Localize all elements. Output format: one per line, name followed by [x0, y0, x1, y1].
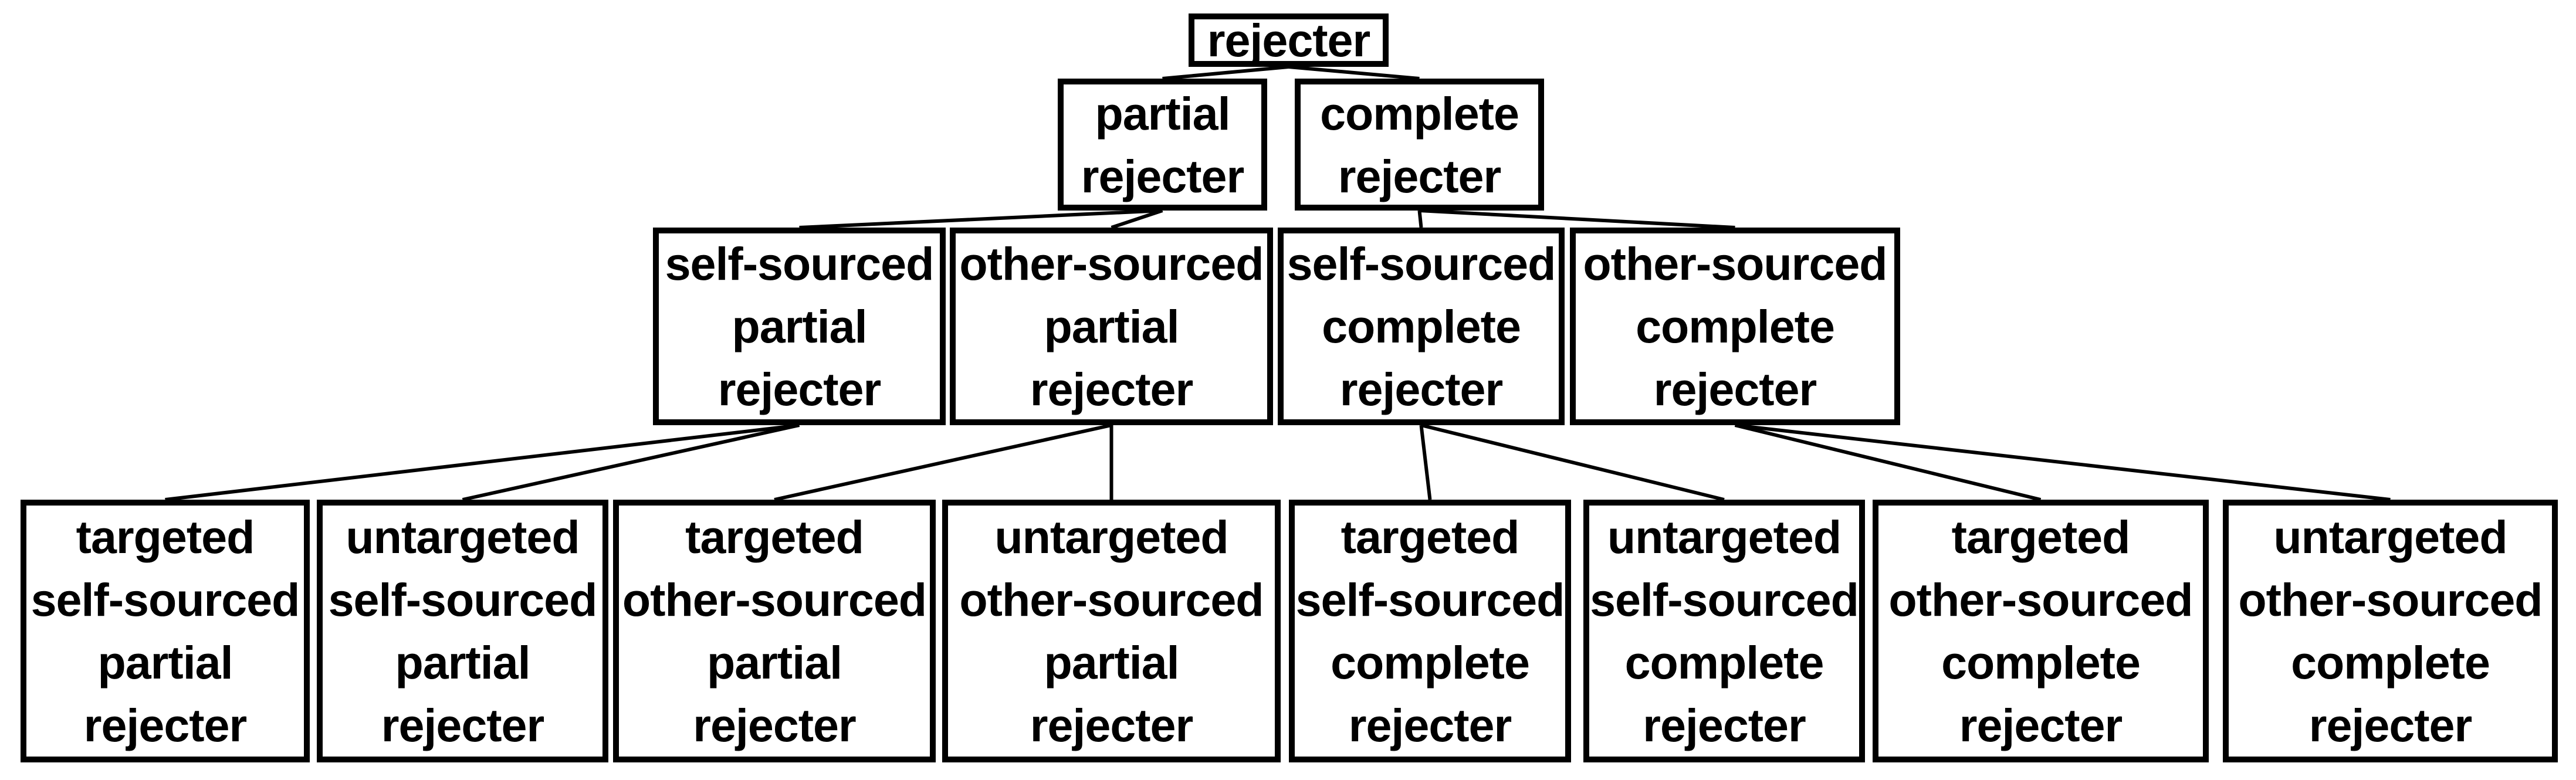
node-label-line: self-sourced — [328, 574, 598, 626]
node-label-line: self-sourced — [31, 574, 300, 626]
node-rejecter: rejecter — [1189, 13, 1389, 67]
node-label-line: complete — [1322, 300, 1521, 352]
edge-complete-rejecter--self-sourced-complete-rejecter — [1417, 210, 1423, 228]
edge-partial-rejecter--self-sourced-partial-rejecter — [799, 209, 1163, 229]
node-targeted-self-sourced-complete-rejecter: targeted self-sourced complete rejecter — [1289, 500, 1571, 762]
edge-rejecter--partial-rejecter — [1162, 65, 1289, 80]
node-partial-rejecter: partial rejecter — [1058, 79, 1267, 211]
node-label-line: rejecter — [693, 699, 856, 751]
node-label-line: rejecter — [83, 699, 247, 751]
node-label-line: rejecter — [1030, 699, 1193, 751]
node-label-line: targeted — [1951, 511, 2131, 563]
edge-self-sourced-partial-rejecter--targeted-self-sourced-partial-rejecter — [165, 423, 800, 501]
node-targeted-other-sourced-partial-rejecter: targeted other-sourced partial rejecter — [613, 500, 936, 762]
node-label-line: rejecter — [717, 363, 881, 415]
edge-self-sourced-complete-rejecter--untargeted-self-sourced-complete-rejecter — [1420, 423, 1725, 501]
node-untargeted-other-sourced-partial-rejecter: untargeted other-sourced partial rejecter — [942, 500, 1281, 762]
edge-other-sourced-complete-rejecter--targeted-other-sourced-complete-rejecter — [1734, 423, 2042, 501]
edge-other-sourced-partial-rejecter--targeted-other-sourced-partial-rejecter — [774, 423, 1112, 501]
node-label-line: complete — [1941, 636, 2141, 689]
node-label-line: partial — [706, 636, 842, 689]
node-label-line: other-sourced — [959, 574, 1264, 626]
node-label-line: targeted — [685, 511, 864, 563]
edge-rejecter--complete-rejecter — [1288, 65, 1420, 80]
node-label-line: partial — [395, 636, 530, 689]
node-label-line: rejecter — [1643, 699, 1806, 751]
node-label-line: complete — [1636, 300, 1835, 352]
node-label-line: rejecter — [381, 699, 544, 751]
node-label-line: rejecter — [2308, 699, 2472, 751]
node-label-line: complete — [2291, 636, 2490, 689]
edge-partial-rejecter--other-sourced-partial-rejecter — [1111, 209, 1163, 229]
node-label-line: partial — [1044, 636, 1179, 689]
node-label-line: self-sourced — [1287, 238, 1556, 290]
node-complete-rejecter: complete rejecter — [1295, 79, 1544, 211]
node-label-line: partial — [1044, 300, 1179, 352]
node-label-line: rejecter — [1653, 363, 1817, 415]
node-label-line: untargeted — [1607, 511, 1842, 563]
edge-self-sourced-complete-rejecter--targeted-self-sourced-complete-rejecter — [1419, 425, 1432, 500]
node-other-sourced-complete-rejecter: other-sourced complete rejecter — [1570, 228, 1900, 425]
node-label-line: untargeted — [346, 511, 580, 563]
edge-self-sourced-partial-rejecter--untargeted-self-sourced-partial-rejecter — [462, 423, 800, 501]
node-label-line: partial — [1095, 87, 1230, 140]
node-label-line: targeted — [76, 511, 255, 563]
node-label-line: complete — [1320, 87, 1519, 140]
node-label-line: self-sourced — [1295, 574, 1565, 626]
node-label-line: self-sourced — [665, 238, 935, 290]
node-self-sourced-complete-rejecter: self-sourced complete rejecter — [1278, 228, 1565, 425]
edge-complete-rejecter--other-sourced-complete-rejecter — [1419, 209, 1735, 229]
node-self-sourced-partial-rejecter: self-sourced partial rejecter — [653, 228, 946, 425]
node-label-line: rejecter — [1338, 150, 1501, 202]
node-untargeted-self-sourced-complete-rejecter: untargeted self-sourced complete rejecter — [1583, 500, 1865, 762]
edge-other-sourced-complete-rejecter--untargeted-other-sourced-complete-rejecter — [1735, 423, 2391, 501]
node-untargeted-other-sourced-complete-rejecter: untargeted other-sourced complete rejecter — [2223, 500, 2558, 762]
node-label-line: partial — [97, 636, 233, 689]
node-label-line: rejecter — [1207, 14, 1370, 66]
node-label-line: complete — [1331, 636, 1530, 689]
node-label-line: other-sourced — [622, 574, 927, 626]
node-label-line: partial — [732, 300, 867, 352]
node-label-line: rejecter — [1959, 699, 2123, 751]
node-label-line: other-sourced — [1583, 238, 1887, 290]
node-label-line: targeted — [1341, 511, 1520, 563]
node-label-line: other-sourced — [1888, 574, 2193, 626]
node-label-line: rejecter — [1030, 363, 1193, 415]
node-label-line: untargeted — [2273, 511, 2507, 563]
node-other-sourced-partial-rejecter: other-sourced partial rejecter — [950, 228, 1273, 425]
node-label-line: other-sourced — [2238, 574, 2543, 626]
node-label-line: rejecter — [1081, 150, 1244, 202]
node-targeted-self-sourced-partial-rejecter: targeted self-sourced partial rejecter — [21, 500, 310, 762]
node-label-line: untargeted — [994, 511, 1228, 563]
node-label-line: rejecter — [1348, 699, 1512, 751]
node-label-line: complete — [1624, 636, 1824, 689]
node-targeted-other-sourced-complete-rejecter: targeted other-sourced complete rejecter — [1873, 500, 2209, 762]
node-untargeted-self-sourced-partial-rejecter: untargeted self-sourced partial rejecter — [317, 500, 608, 762]
node-label-line: self-sourced — [1590, 574, 1859, 626]
node-label-line: rejecter — [1339, 363, 1503, 415]
node-label-line: other-sourced — [959, 238, 1264, 290]
